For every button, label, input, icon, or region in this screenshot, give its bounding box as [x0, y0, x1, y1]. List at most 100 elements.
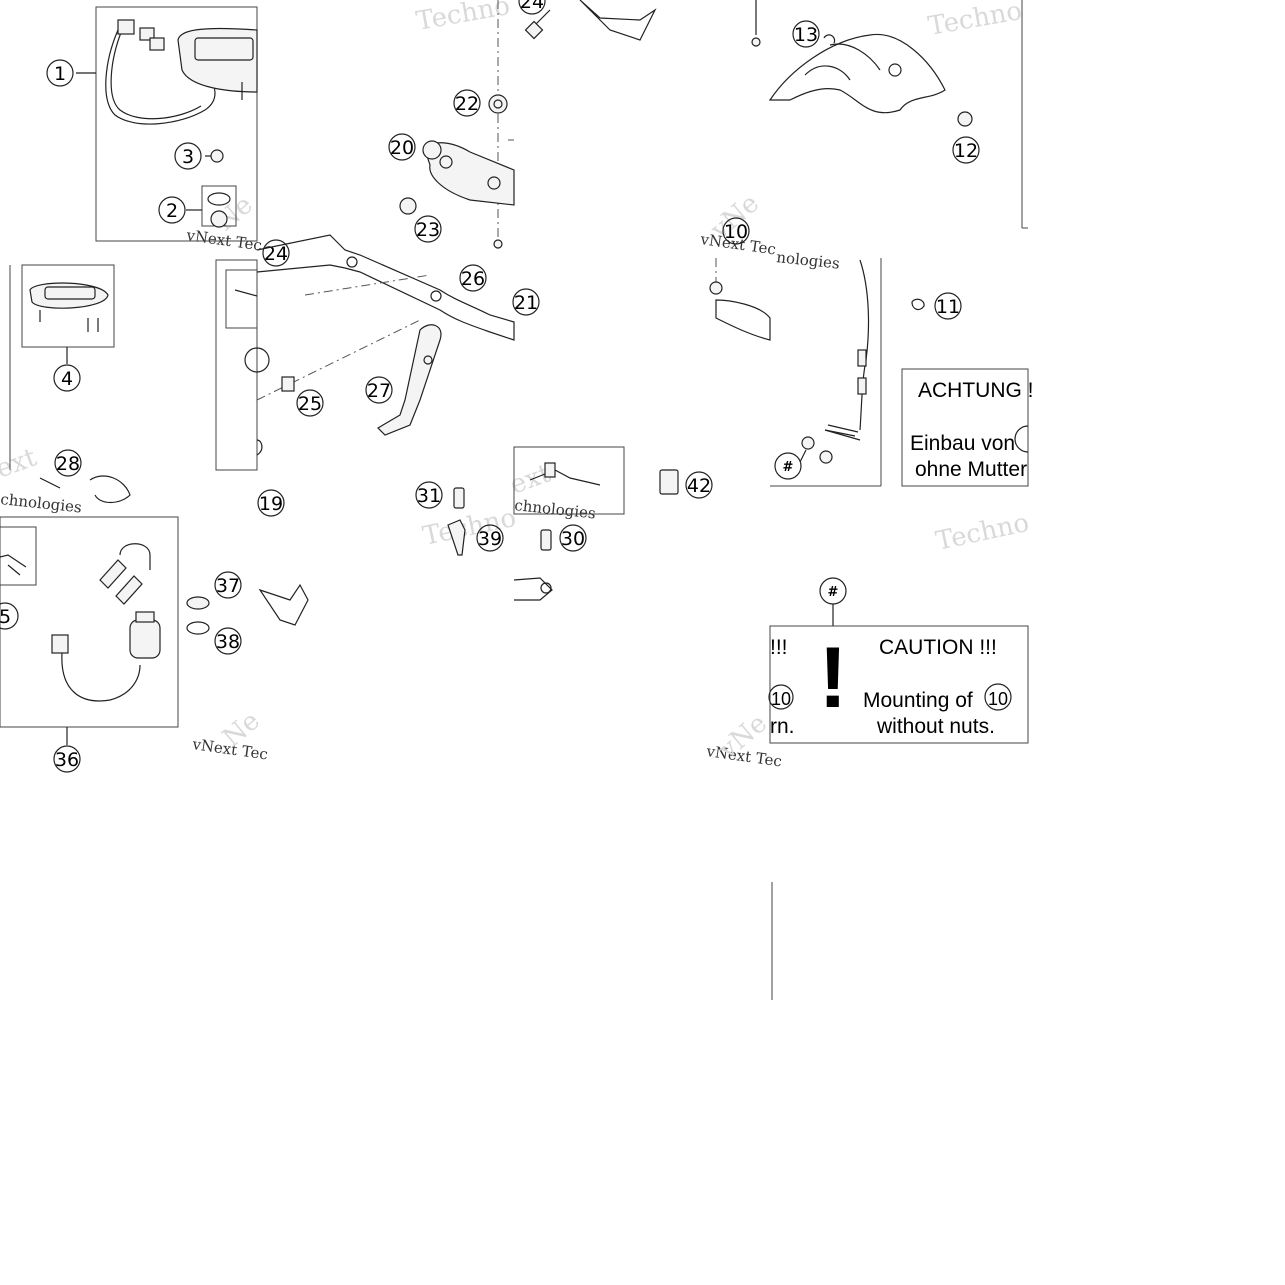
watermark-text: Techno [933, 508, 1032, 557]
callout-circle [388, 133, 416, 161]
watermark-text: nologies [776, 248, 841, 273]
callout-38: 38 [216, 631, 240, 653]
lever-shape [377, 324, 442, 436]
callout-circle [53, 745, 81, 773]
guard-slot [829, 43, 881, 71]
cable-shape [110, 29, 202, 120]
callout-circle [214, 627, 242, 655]
callout-circle [257, 489, 285, 517]
callout-2: 2 [166, 200, 178, 222]
callout-circle [453, 89, 481, 117]
watermark-text: chnologies [514, 496, 597, 522]
key-bolt-group: 42 39 30 [447, 446, 713, 601]
bracket-shape [258, 583, 309, 626]
caution-title-en: CAUTION !!! [879, 636, 997, 659]
callout-circle-partial [1014, 425, 1029, 453]
caution-line2-en: without nuts. [876, 715, 995, 738]
clamp-shape [715, 299, 771, 341]
cover-shape [29, 282, 109, 309]
caution-frame [901, 368, 1029, 487]
callout-22: 22 [455, 93, 479, 115]
callout-circle [512, 288, 540, 316]
callout-42: 42 [687, 475, 711, 497]
callout-circle [0, 602, 19, 630]
spacer-shape [957, 111, 973, 127]
callout-37: 37 [216, 575, 240, 597]
callout-36: 36 [55, 749, 79, 771]
leader-line [799, 449, 807, 463]
caution-line2-de: ohne Mutter [915, 458, 1027, 481]
callout-circle [768, 684, 794, 710]
caution-line1-en: Mounting of [863, 689, 973, 712]
bracket-shape [210, 210, 228, 228]
cable-shape [61, 652, 141, 702]
clip-shape [89, 475, 131, 504]
cable-shape [105, 29, 216, 125]
callout-4: 4 [61, 368, 73, 390]
callout-circle [559, 524, 587, 552]
bolt-shape [540, 529, 552, 551]
callout-23: 23 [416, 219, 440, 241]
part-frame [21, 264, 115, 348]
caution-tail-fragment: rn. [770, 715, 795, 738]
fitting-shape [857, 349, 867, 367]
guard-shape [768, 33, 946, 114]
callout-hash: # [783, 460, 794, 475]
display-cover-group: 4 28 [9, 264, 131, 504]
callout-11: 11 [936, 296, 960, 318]
clip-shape [911, 298, 925, 311]
axis-line [304, 274, 431, 296]
callout-circle [214, 571, 242, 599]
callout-24-bottom: 24 [264, 243, 288, 265]
nut-shape [801, 436, 815, 450]
watermark-text: Techno [926, 0, 1024, 42]
callout-circle [262, 239, 290, 267]
callout-20: 20 [390, 137, 414, 159]
fitting-shape [857, 377, 867, 395]
caution-title-fragment: !!! [770, 636, 788, 659]
connector-shape [149, 37, 165, 51]
hole-shape [423, 355, 433, 365]
connector-shape [544, 462, 556, 478]
caution-frame [769, 625, 1029, 744]
callout-19: 19 [259, 493, 283, 515]
ignition-group: 5 36 37 38 [0, 516, 309, 773]
hole-shape [540, 582, 552, 594]
washer-shape [210, 149, 224, 163]
cover-window [44, 286, 96, 300]
part-frame [513, 446, 625, 515]
watermark-text: chnologies [0, 490, 83, 516]
washer-shape [186, 596, 210, 610]
thread-shape [824, 424, 859, 437]
caution-title-de: ACHTUNG ! [918, 379, 1034, 402]
exclamation-icon: ! [819, 630, 848, 726]
callout-3: 3 [182, 146, 194, 168]
handlebar-clamp-group: 24 22 20 23 [388, 0, 657, 249]
guard-slot [804, 65, 851, 81]
key-shape [0, 554, 27, 576]
cable-shape [529, 469, 601, 486]
connector-shape [117, 19, 135, 35]
rubber-bush-shape [399, 197, 417, 215]
callout-circle [934, 292, 962, 320]
callout-circle [476, 524, 504, 552]
callout-circle [415, 481, 443, 509]
callout-hash: # [828, 585, 839, 600]
brake-line-shape [859, 259, 870, 431]
german-caution-box: ACHTUNG ! Einbau von ohne Mutter [901, 368, 1034, 487]
key-shape [99, 559, 127, 589]
callout-circle [54, 449, 82, 477]
rubber-bush-shape [488, 94, 508, 114]
callout-circle [459, 264, 487, 292]
english-caution-box: # ! !!! 10 rn. CAUTION !!! Mounting of 1… [768, 577, 1029, 744]
hole-shape [487, 176, 501, 190]
hole-shape [888, 63, 902, 77]
fragment-shape [256, 439, 263, 456]
caution-ref-en: 10 [988, 689, 1008, 709]
speedometer-display [194, 37, 254, 61]
group-frame [0, 516, 179, 728]
watermark-text: ext [0, 442, 41, 484]
nut-shape [493, 239, 503, 249]
callout-27: 27 [367, 380, 391, 402]
